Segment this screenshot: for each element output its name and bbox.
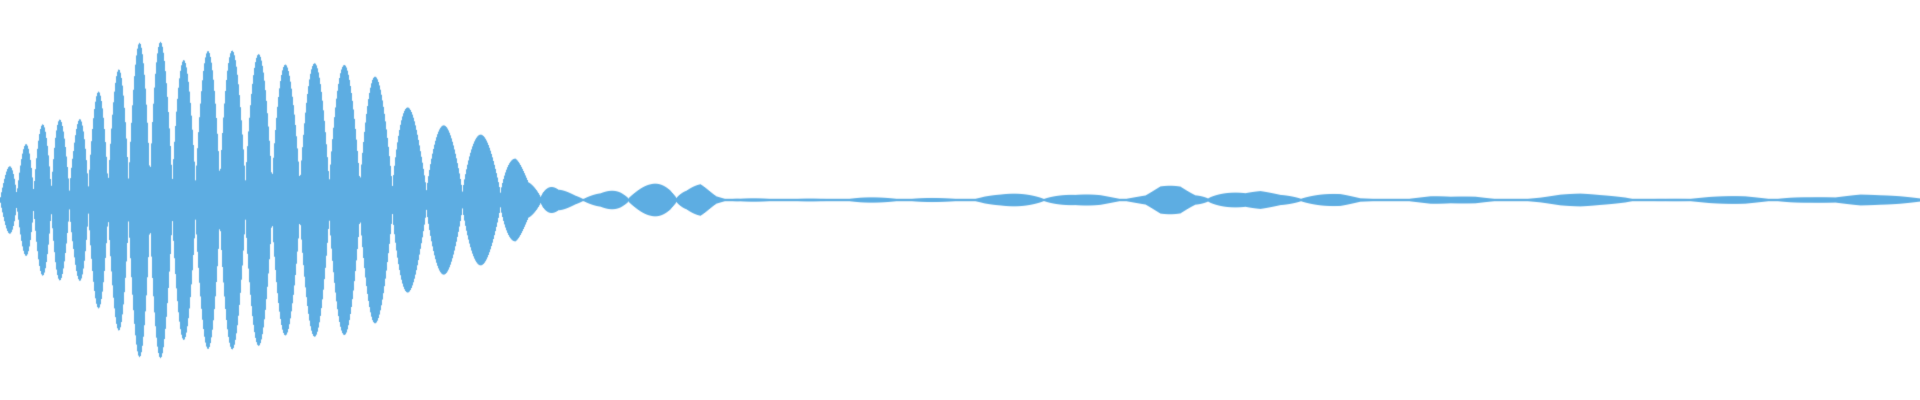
waveform-canvas: [0, 0, 1920, 400]
waveform-display: [0, 0, 1920, 400]
